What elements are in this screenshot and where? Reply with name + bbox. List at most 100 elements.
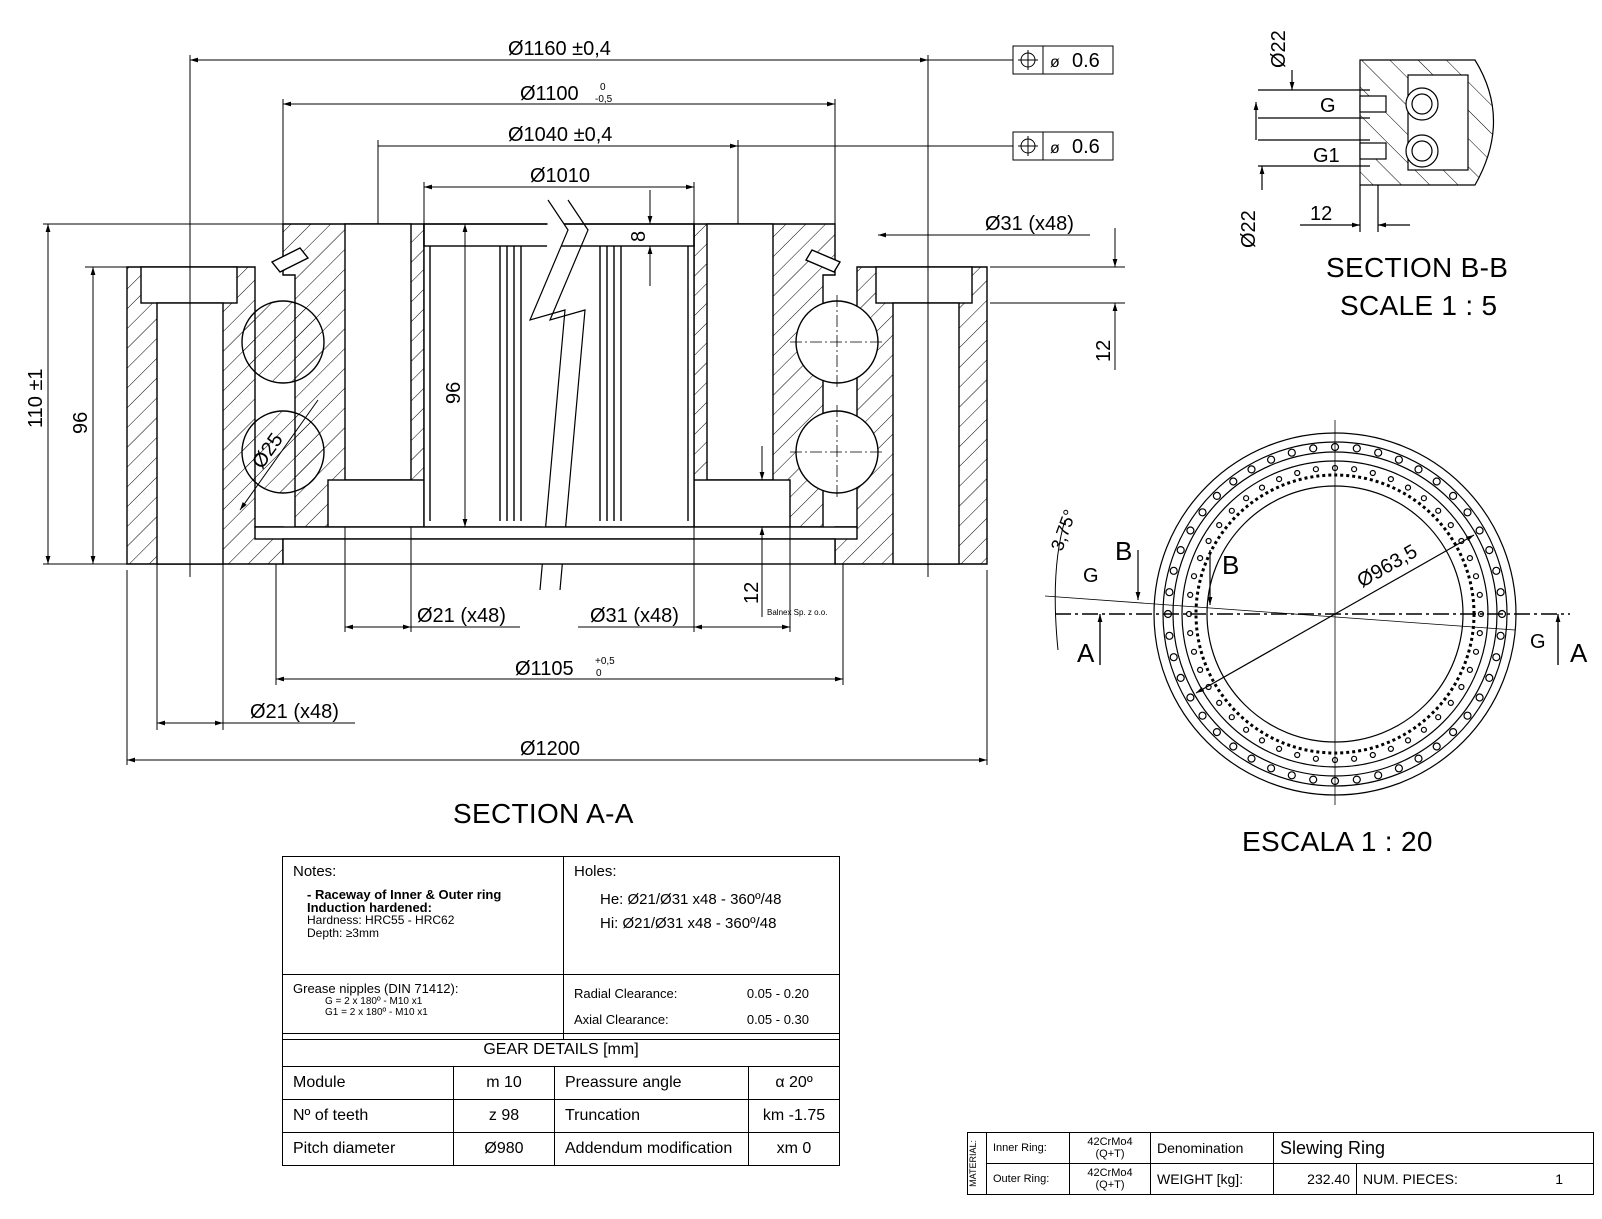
plan-label-g-left: G [1083, 565, 1099, 587]
bolt-hole [1205, 537, 1212, 545]
bolt-hole [1447, 699, 1454, 707]
bolt-hole [1387, 745, 1395, 753]
bolt-hole [1312, 466, 1320, 473]
bolt-hole [1447, 521, 1454, 529]
bolt-hole [1369, 751, 1376, 759]
bolt-hole [1374, 771, 1383, 780]
balls [241, 295, 885, 500]
dim-96-inner: 96 [443, 382, 465, 404]
dimension-texts: Ø1160 ±0,4 Ø1100 0 -0,5 Ø1040 ±0,4 Ø1010… [25, 38, 1115, 760]
bolt-hole [1485, 545, 1494, 555]
bolt-hole [1476, 629, 1483, 637]
tol-value-1: 0.6 [1072, 50, 1100, 72]
bolt-hole [1169, 653, 1178, 662]
bolt-hole [1242, 726, 1250, 733]
bolt-hole [1275, 745, 1283, 753]
clearance-cell: Radial Clearance:0.05 - 0.20 Axial Clear… [563, 974, 840, 1040]
gear-label2: Preassure angle [554, 1066, 749, 1100]
bolt-hole [1229, 742, 1238, 751]
bolt-hole [1169, 566, 1178, 575]
bolt-hole [1186, 526, 1195, 535]
gear-label: Nº of teeth [282, 1099, 454, 1133]
radial-label: Radial Clearance: [574, 986, 678, 1001]
bolt-hole [1258, 737, 1266, 744]
section-bb-view [1253, 59, 1495, 232]
plan-scale: ESCALA 1 : 20 [1242, 826, 1433, 857]
dim-1100-lower: -0,5 [595, 94, 613, 105]
bolt-hole [1190, 573, 1198, 580]
gear-value2: xm 0 [748, 1132, 840, 1166]
bolt-hole [1309, 444, 1318, 453]
notes-raceway-1: - Raceway of Inner & Outer ring [307, 887, 502, 902]
plan-label-g-right: G [1530, 631, 1546, 653]
bolt-hole [1216, 699, 1223, 707]
gear-value2: α 20º [748, 1066, 840, 1100]
bolt-hole [1432, 477, 1441, 486]
gear-band [423, 199, 695, 591]
gear-table: GEAR DETAILS [mm] Module m 10 Preassure … [282, 1033, 840, 1166]
bb-dim-12: 12 [1310, 203, 1332, 225]
bolt-hole [1266, 455, 1276, 464]
bolt-hole [1476, 591, 1483, 599]
plan-view [1044, 420, 1570, 805]
weight-label: WEIGHT [kg]: [1157, 1171, 1244, 1187]
tol-value-2: 0.6 [1072, 136, 1100, 158]
notes-header: Notes: [293, 863, 337, 880]
bb-d22-top: Ø22 [1268, 30, 1290, 68]
bolt-hole [1404, 737, 1412, 744]
dim-8: 8 [628, 231, 650, 242]
bolt-hole [1463, 508, 1472, 517]
bolt-hole [1309, 775, 1318, 784]
bolt-hole [1186, 693, 1195, 702]
outer-ring-label: Outer Ring: [986, 1163, 1070, 1195]
bolt-hole [1496, 588, 1505, 597]
dim-96-left: 96 [70, 412, 92, 434]
notes-cell: Notes: - Raceway of Inner & Outer ring I… [282, 856, 564, 975]
pieces-cell: NUM. PIECES: 1 [1356, 1163, 1594, 1195]
bolt-hole [1176, 673, 1185, 683]
bolt-hole [1212, 727, 1222, 737]
bolt-hole [1394, 455, 1404, 464]
dim-1040: Ø1040 ±0,4 [508, 124, 612, 146]
dim-1010: Ø1010 [530, 165, 590, 187]
plan-label-b-left: B [1115, 536, 1132, 566]
bolt-hole [1294, 469, 1301, 477]
bolt-hole [1242, 495, 1250, 502]
bolt-hole [1196, 554, 1204, 562]
notes-hardness: Hardness: HRC55 - HRC62 [307, 913, 455, 927]
bolt-hole [1466, 554, 1474, 562]
dimension-lines [43, 45, 1125, 765]
bolt-hole [1247, 465, 1256, 474]
inner-bolt-holes [1185, 464, 1485, 764]
dim-1160: Ø1160 ±0,4 [508, 38, 611, 60]
gear-value: m 10 [453, 1066, 555, 1100]
bolt-hole [1350, 755, 1358, 762]
bb-label-g: G [1320, 95, 1336, 117]
bolt-hole [1165, 588, 1174, 597]
bolt-hole [1369, 469, 1376, 477]
holes-hi: Hi: Ø21/Ø31 x48 - 360º/48 [600, 915, 777, 932]
bolt-hole [1420, 495, 1428, 502]
bolt-hole [1350, 466, 1358, 473]
dim-12-right: 12 [1093, 340, 1115, 362]
tol-dia-1: ø [1050, 54, 1060, 71]
tol-dia-2: ø [1050, 140, 1060, 157]
bolt-hole [1492, 653, 1501, 662]
bolt-hole [1176, 545, 1185, 555]
denomination-label: Denomination [1150, 1132, 1274, 1164]
pieces-label: NUM. PIECES: [1363, 1171, 1458, 1187]
bolt-hole [1216, 521, 1223, 529]
bolt-hole [1420, 726, 1428, 733]
bolt-hole [1387, 476, 1395, 483]
grease-header: Grease nipples (DIN 71412): [293, 981, 459, 996]
denomination-value: Slewing Ring [1273, 1132, 1594, 1164]
bolt-hole [1287, 448, 1296, 457]
axial-value: 0.05 - 0.30 [746, 1012, 809, 1027]
bolt-hole [1496, 631, 1505, 640]
notes-depth: Depth: ≥3mm [307, 926, 379, 940]
bolt-hole [1352, 444, 1361, 453]
grease-g1: G1 = 2 x 180º - M10 x1 [325, 1007, 428, 1018]
gear-label2: Addendum modification [554, 1132, 749, 1166]
pieces-value: 1 [1555, 1171, 1563, 1187]
section-bb-scale: SCALE 1 : 5 [1340, 290, 1498, 321]
